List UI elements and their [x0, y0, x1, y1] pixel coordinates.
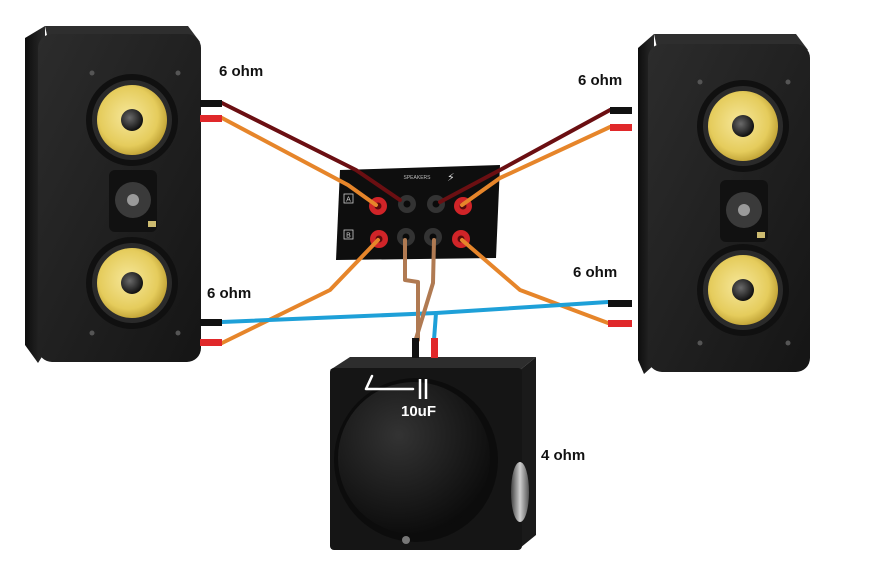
right-bottom-terminal-black — [608, 300, 632, 307]
amp-header-text: SPEAKERS — [404, 175, 432, 181]
sub-terminal-black — [412, 338, 419, 358]
left-top-terminal-red — [200, 115, 222, 122]
left-logo-icon — [148, 221, 156, 227]
left-top-impedance-label: 6 ohm — [219, 63, 264, 80]
channel-a-label: A — [346, 197, 351, 204]
capacitor-symbol — [418, 379, 428, 399]
channel-b-label: B — [346, 233, 351, 240]
right-bottom-impedance-label: 6 ohm — [573, 264, 618, 281]
subwoofer-logo-icon — [402, 536, 410, 544]
left-bottom-terminal-red — [200, 339, 222, 346]
left-speaker — [25, 26, 201, 363]
subwoofer — [330, 357, 536, 550]
wire-right-top-negative — [438, 108, 612, 204]
wire-terminals — [200, 100, 632, 358]
wire-left-bottom-positive — [220, 238, 380, 345]
wires — [220, 101, 612, 391]
right-bottom-terminal-red — [608, 320, 632, 327]
capacitor-leads — [364, 374, 415, 391]
subwoofer-top — [330, 357, 536, 370]
wire-bottom-negative-common — [220, 300, 610, 324]
subwoofer-port — [511, 462, 529, 522]
lightning-icon: ⚡ — [447, 171, 455, 184]
right-logo-icon — [757, 232, 765, 238]
left-bottom-impedance-label: 6 ohm — [207, 285, 252, 302]
right-top-impedance-label: 6 ohm — [578, 72, 623, 89]
wire-sub-positive — [432, 311, 438, 342]
left-bottom-terminal-black — [200, 319, 222, 326]
wire-right-top-positive — [460, 125, 612, 207]
amplifier-terminal-panel: SPEAKERS ⚡ A B — [336, 165, 500, 260]
subwoofer-impedance-label: 4 ohm — [541, 447, 586, 464]
capacitor-label: 10uF — [401, 403, 437, 420]
wire-right-bottom-positive — [460, 238, 610, 325]
wire-left-top-positive — [220, 116, 378, 207]
left-top-terminal-black — [200, 100, 222, 107]
right-top-terminal-red — [610, 124, 632, 131]
right-top-terminal-black — [610, 107, 632, 114]
subwoofer-cone — [338, 382, 490, 534]
sub-terminal-red — [431, 338, 438, 358]
right-speaker — [638, 34, 810, 374]
wire-left-top-negative — [220, 101, 402, 202]
